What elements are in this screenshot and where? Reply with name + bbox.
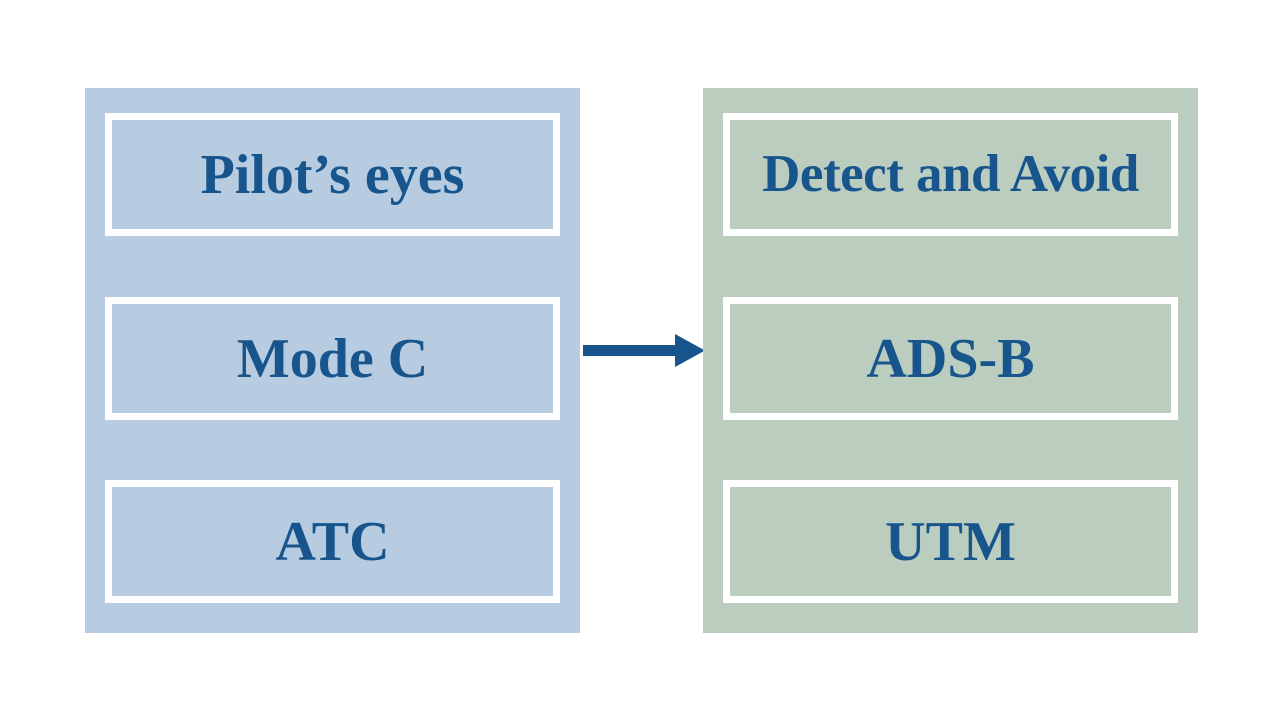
legacy-item-atc[interactable]: ATC bbox=[105, 480, 560, 603]
panel-modern: Detect and Avoid ADS-B UTM bbox=[703, 88, 1198, 633]
legacy-item-mode-c[interactable]: Mode C bbox=[105, 297, 560, 420]
transition-arrow bbox=[583, 330, 705, 372]
modern-item-ads-b[interactable]: ADS-B bbox=[723, 297, 1178, 420]
legacy-item-label-2: ATC bbox=[275, 510, 390, 573]
modern-item-label-1: ADS-B bbox=[866, 327, 1035, 390]
modern-item-detect-and-avoid[interactable]: Detect and Avoid bbox=[723, 113, 1178, 236]
panel-legacy: Pilot’s eyes Mode C ATC bbox=[85, 88, 580, 633]
arrow-right-icon bbox=[583, 334, 705, 367]
modern-item-utm[interactable]: UTM bbox=[723, 480, 1178, 603]
modern-item-label-0: Detect and Avoid bbox=[762, 145, 1139, 203]
legacy-item-pilots-eyes[interactable]: Pilot’s eyes bbox=[105, 113, 560, 236]
legacy-item-label-0: Pilot’s eyes bbox=[200, 143, 465, 206]
modern-item-label-2: UTM bbox=[885, 510, 1016, 573]
legacy-item-label-1: Mode C bbox=[236, 327, 429, 390]
